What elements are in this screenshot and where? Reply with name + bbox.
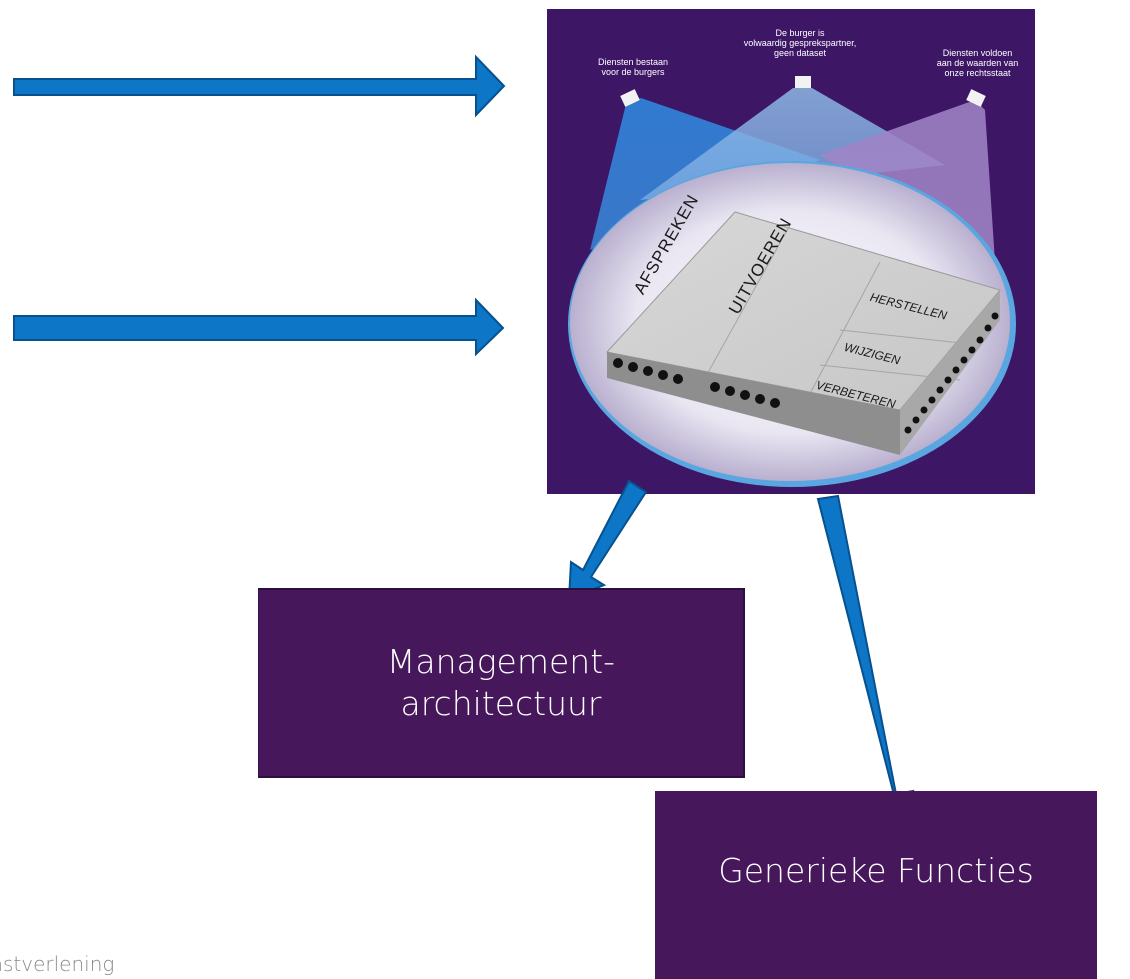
lamp-left-icon xyxy=(620,89,640,107)
spotlight-label-center: De burger is volwaardig gesprekspartner,… xyxy=(743,28,857,58)
footer-text: enstverlening xyxy=(0,952,115,976)
management-architecture-box: Management-architectuur xyxy=(258,588,745,778)
generic-functions-box: Generieke Functies xyxy=(655,791,1097,979)
generic-functions-label: Generieke Functies xyxy=(718,850,1034,890)
arrow-top xyxy=(13,54,506,118)
vision-image xyxy=(547,9,1035,494)
spotlight-label-right: Diensten voldoen aan de waarden van onze… xyxy=(936,48,1019,78)
process-slab xyxy=(606,211,1001,455)
arrow-to-generic xyxy=(816,494,915,833)
arrow-to-management xyxy=(567,479,648,601)
spotlight-label-left: Diensten bestaan voor de burgers xyxy=(597,57,669,77)
lamp-center-icon xyxy=(795,76,811,88)
management-architecture-label: Management-architectuur xyxy=(386,642,616,723)
arrow-middle xyxy=(13,297,505,357)
lamp-right-icon xyxy=(966,89,986,107)
